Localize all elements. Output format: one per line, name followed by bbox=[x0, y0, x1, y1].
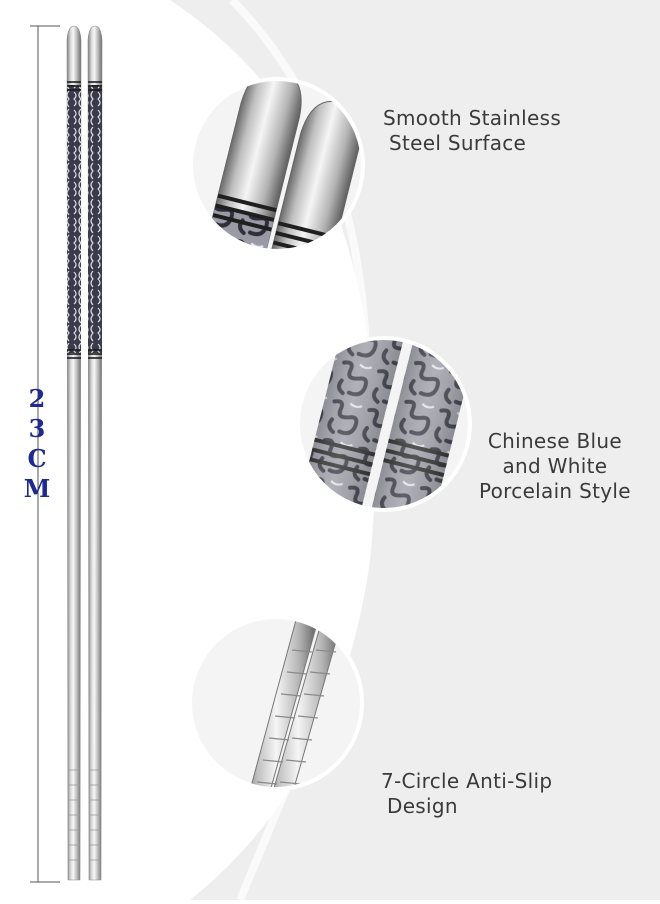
feature-line: and White bbox=[502, 454, 608, 478]
feature-label-anti-slip: 7-Circle Anti-Slip Design bbox=[381, 769, 552, 819]
measurement-bracket bbox=[30, 25, 60, 883]
measure-char: 2 bbox=[28, 384, 46, 413]
feature-label-porcelain: Chinese Blue and White Porcelain Style bbox=[479, 429, 631, 504]
feature-line: Steel Surface bbox=[389, 131, 527, 155]
measure-char: M bbox=[23, 474, 51, 503]
feature-line: Design bbox=[387, 794, 458, 818]
measure-char: 3 bbox=[28, 414, 46, 443]
feature-line: Smooth Stainless bbox=[383, 106, 562, 130]
detail-circle-grooves bbox=[188, 615, 364, 791]
feature-line: Chinese Blue bbox=[487, 429, 622, 453]
feature-line: Porcelain Style bbox=[479, 479, 631, 503]
chopstick-right bbox=[87, 25, 103, 881]
length-measurement: 2 3 C M bbox=[22, 384, 52, 504]
chopstick-left bbox=[66, 25, 82, 881]
feature-line: 7-Circle Anti-Slip bbox=[381, 769, 553, 793]
feature-label-surface: Smooth Stainless Steel Surface bbox=[383, 106, 561, 156]
measure-char: C bbox=[27, 444, 47, 473]
